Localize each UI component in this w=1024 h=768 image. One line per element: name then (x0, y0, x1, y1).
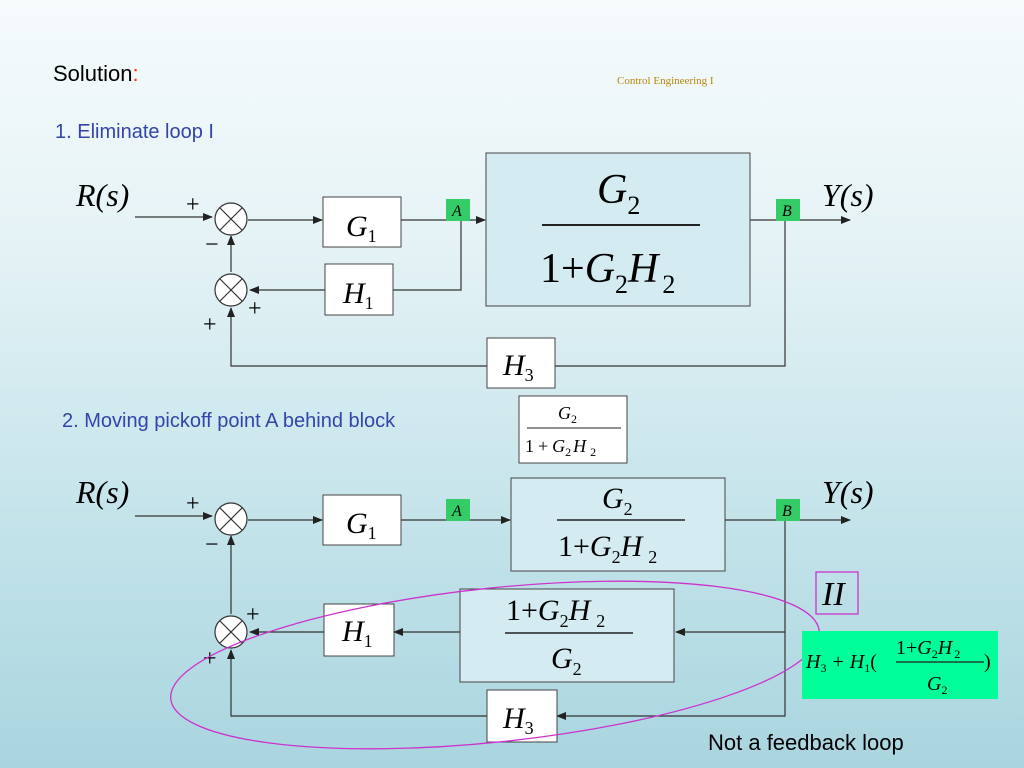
svg-text:G1: G1 (346, 507, 377, 543)
svg-text:G2: G2 (597, 167, 640, 220)
block-H1: H1 (324, 263, 394, 316)
sign-plus: + (203, 646, 217, 672)
sign-plus: + (186, 491, 200, 517)
pickoff-B: B (776, 199, 800, 221)
svg-text:H1: H1 (342, 277, 374, 313)
summing-junction-2 (214, 273, 248, 307)
loop-II-label: II (815, 571, 859, 615)
svg-text:G1: G1 (346, 210, 377, 246)
svg-text:H3+H1(: H3+H1( (805, 651, 877, 675)
svg-text:B: B (782, 503, 792, 520)
svg-text:): ) (984, 651, 991, 673)
output-label-Y: Y(s) (822, 177, 874, 213)
svg-text:G2: G2 (927, 673, 947, 697)
svg-text:H3: H3 (502, 349, 534, 385)
svg-text:A: A (451, 203, 462, 220)
block-G1: G1 (322, 196, 402, 248)
block-H3: H3 (486, 689, 558, 743)
svg-text:A: A (451, 503, 462, 520)
sign-minus: − (205, 232, 219, 258)
solution-title: Solution (53, 61, 133, 86)
summing-junction-2 (214, 615, 248, 649)
course-subtitle: Control Engineering I (617, 75, 714, 87)
input-label-R: R(s) (75, 474, 129, 510)
input-label-R: R(s) (75, 177, 129, 213)
pickoff-B: B (776, 499, 800, 521)
sign-plus: + (203, 312, 217, 338)
diagram-1: R(s) Y(s) + − (75, 152, 874, 389)
step-1-label: 1. Eliminate loop I (55, 121, 214, 143)
solution-heading: Solution: (53, 61, 139, 87)
svg-text:G2: G2 (551, 642, 582, 679)
sign-plus: + (246, 602, 260, 628)
svg-text:G2: G2 (602, 482, 633, 519)
block-G1: G1 (322, 494, 402, 546)
solution-colon: : (132, 61, 139, 86)
block-H1: H1 (323, 603, 395, 657)
sign-plus: + (186, 192, 200, 218)
loop-ellipse (170, 580, 820, 750)
svg-text:G2: G2 (558, 403, 577, 426)
pickoff-A: A (446, 199, 470, 221)
block-H3: H3 (486, 337, 556, 389)
summing-junction-1 (214, 502, 248, 536)
svg-text:H3: H3 (502, 702, 534, 738)
sign-minus: − (205, 532, 219, 558)
svg-text:B: B (782, 203, 792, 220)
svg-text:H1: H1 (341, 615, 373, 651)
pickoff-A: A (446, 499, 470, 521)
output-label-Y: Y(s) (822, 474, 874, 510)
step-2-label: 2. Moving pickoff point A behind block (62, 410, 396, 432)
sign-plus: + (248, 296, 262, 322)
diagram-2: R(s) Y(s) + − + (75, 474, 998, 750)
svg-text:II: II (821, 576, 846, 613)
not-feedback-note: Not a feedback loop (708, 730, 904, 755)
summing-junction-1 (214, 202, 248, 236)
